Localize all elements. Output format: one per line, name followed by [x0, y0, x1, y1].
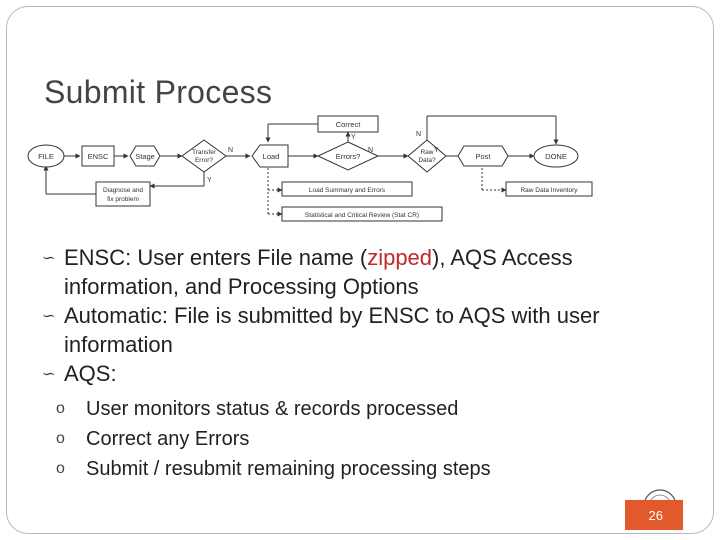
bullet-marker-icon: ∽ — [42, 250, 56, 267]
slide-title: Submit Process — [44, 74, 273, 110]
bullet-ensc-prefix: ENSC: User enters File name ( — [64, 245, 368, 270]
sub-bullet: o Correct any Errors — [42, 424, 682, 454]
file-label: FILE — [38, 152, 54, 161]
bullet-aqs: ∽ AQS: — [42, 359, 682, 388]
edge-label-n-transfer: N — [228, 147, 233, 154]
stage-node — [129, 145, 161, 167]
load-summary-label: Load Summary and Errors — [309, 187, 386, 194]
done-label: DONE — [545, 152, 567, 161]
bullet-automatic-text: Automatic: File is submitted by ENSC to … — [64, 303, 600, 357]
stat-review-node — [281, 206, 443, 222]
raw-label-2: Data? — [418, 157, 436, 164]
done-node — [533, 144, 579, 168]
edge-label-y-transfer: Y — [207, 177, 212, 184]
sub-bullet-marker: o — [56, 400, 65, 417]
load-summary-node — [281, 181, 413, 197]
edge-label-y-errors: Y — [351, 134, 356, 141]
sub-bullet-marker: o — [56, 460, 65, 477]
errors-label: Errors? — [336, 152, 361, 161]
raw-inventory-node — [505, 181, 593, 197]
bullet-aqs-text: AQS: — [64, 361, 117, 386]
edge-label-y-raw: Y — [434, 147, 439, 154]
sub-bullet-marker: o — [56, 430, 65, 447]
edge-label-n-errors: N — [368, 147, 373, 154]
correct-node — [317, 115, 379, 133]
sub-bullet-text: User monitors status & records processed — [86, 398, 459, 420]
raw-data-node — [407, 139, 447, 173]
correct-label: Correct — [336, 120, 362, 129]
raw-label-1: Raw — [420, 149, 433, 156]
transfer-label-2: Error? — [195, 157, 213, 164]
sub-bullet-text: Correct any Errors — [86, 428, 250, 450]
ensc-node — [81, 145, 115, 167]
bullet-ensc-highlight: zipped — [367, 245, 433, 270]
sub-bullet: o User monitors status & records process… — [42, 394, 682, 424]
file-node — [27, 144, 65, 168]
raw-inventory-label: Raw Data Inventory — [520, 187, 578, 194]
load-node — [251, 144, 289, 168]
stage-label: Stage — [135, 152, 155, 161]
bullet-marker-icon: ∽ — [42, 366, 56, 383]
slide-frame — [6, 6, 714, 534]
post-label: Post — [475, 152, 491, 161]
bullet-ensc: ∽ ENSC: User enters File name (zipped), … — [42, 243, 682, 301]
diagnose-label-1: Diagnose and — [103, 187, 143, 194]
post-node — [457, 145, 509, 167]
page-number: 26 — [648, 508, 663, 523]
diagnose-node — [95, 181, 151, 207]
page-number-box: 26 — [625, 500, 683, 530]
bullet-marker-icon: ∽ — [42, 308, 56, 325]
sub-bullet: o Submit / resubmit remaining processing… — [42, 454, 682, 484]
edge-label-n-raw: N — [416, 131, 421, 138]
load-label: Load — [263, 152, 280, 161]
bullet-list: ∽ ENSC: User enters File name (zipped), … — [42, 243, 682, 484]
bullet-automatic: ∽ Automatic: File is submitted by ENSC t… — [42, 301, 682, 359]
transfer-error-node — [181, 139, 227, 173]
bullet-ensc-suffix: ), AQS Access information, and Processin… — [64, 245, 573, 299]
ensc-label: ENSC — [88, 152, 109, 161]
transfer-label-1: Transfer — [192, 149, 217, 156]
errors-node — [316, 141, 380, 171]
sub-bullet-text: Submit / resubmit remaining processing s… — [86, 458, 491, 480]
sub-bullet-list: o User monitors status & records process… — [42, 394, 682, 484]
submit-process-diagram: FILE ENSC Stage Transfer Error? Load Err… — [27, 115, 593, 222]
stat-review-label: Statistical and Critical Review (Stat CR… — [305, 212, 419, 219]
diagnose-label-2: fix problem — [107, 196, 139, 203]
